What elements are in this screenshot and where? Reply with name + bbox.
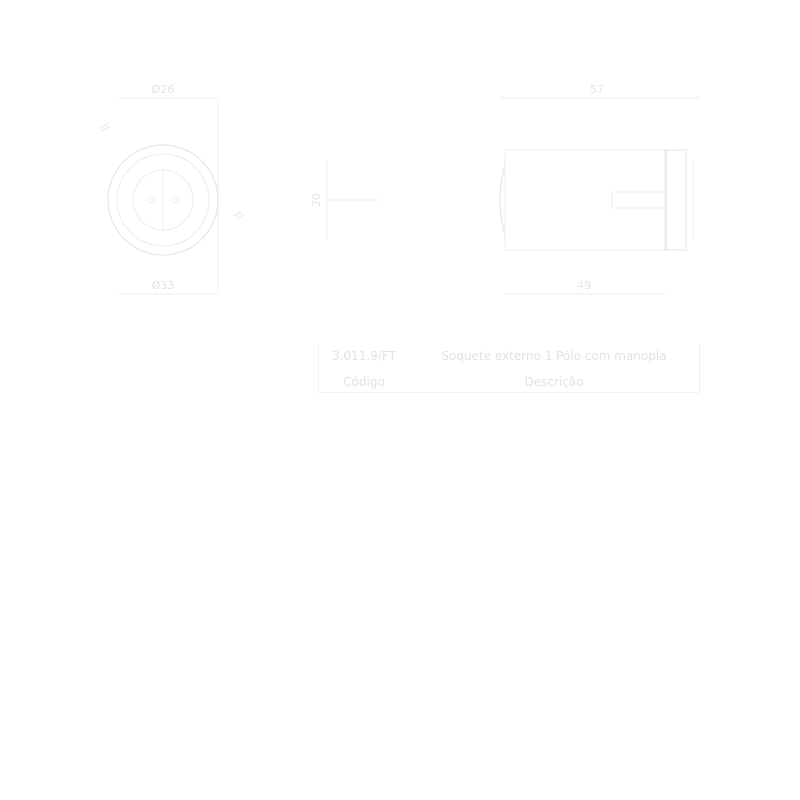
outer-ring: [107, 144, 219, 256]
angle-mark-left: //: [98, 120, 113, 135]
dim-front-bottom: Ø33: [152, 279, 175, 292]
dim-front-top: Ø26: [152, 83, 175, 96]
front-view: Ø26 Ø33 // //: [98, 83, 247, 295]
description-label: Descrição: [524, 375, 584, 389]
pin-hole: [147, 196, 155, 204]
body-outline: [504, 149, 666, 251]
inner-ring: [132, 169, 194, 231]
dim-side-height: 20: [310, 193, 323, 207]
cap-profile: [499, 164, 506, 236]
side-view: 20 57 49: [310, 83, 700, 295]
code-value: 3.011.9/FT: [332, 349, 396, 363]
code-label: Código: [343, 375, 385, 389]
flange: [665, 149, 687, 251]
grip-rod: [611, 191, 667, 209]
angle-mark-right: //: [232, 208, 247, 223]
pin-hole: [171, 196, 179, 204]
dim-side-bottom: 49: [577, 279, 591, 292]
description-value: Soquete externo 1 Pólo com manopla: [441, 349, 667, 363]
middle-ring: [116, 153, 210, 247]
title-block: [318, 344, 700, 393]
dim-side-top: 57: [590, 83, 604, 96]
